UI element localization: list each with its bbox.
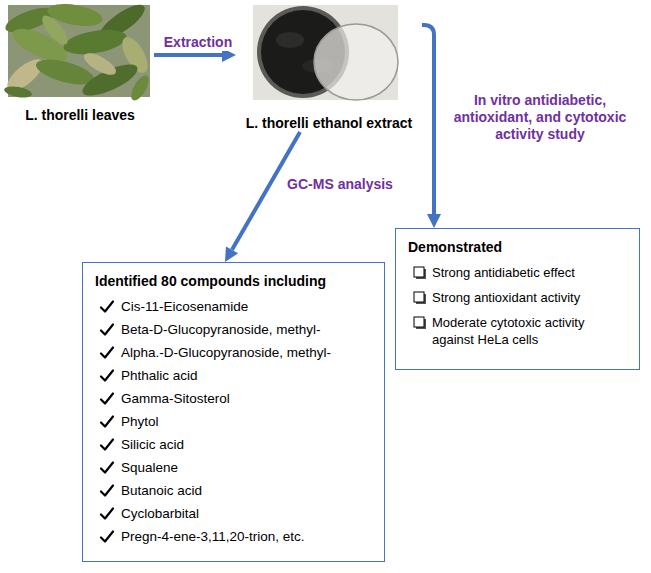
item-text: Moderate cytotoxic activity against HeLa… [432,315,584,347]
item-text: Beta-D-Glucopyranoside, methyl- [121,322,321,337]
list-item: Pregn-4-ene-3,11,20-trion, etc. [95,528,374,545]
item-text: Alpha.-D-Glucopyranoside, methyl- [121,345,331,360]
item-text: Pregn-4-ene-3,11,20-trion, etc. [121,529,305,544]
item-text: Cis-11-Eicosenamide [121,299,248,314]
list-item: Squalene [95,459,374,476]
connector-line [422,25,434,214]
edge-label: Extraction [156,34,240,51]
item-text: Demonstrated [408,239,502,255]
image-caption: L. thorelli leaves [23,107,137,124]
box-face [414,317,424,327]
list-item: Beta-D-Glucopyranoside, methyl- [95,321,374,338]
check-mark [99,506,115,522]
list-item: Strong antidiabetic effect [408,264,629,281]
item-text: Silicic acid [121,437,184,452]
box-heading: Identified 80 compounds including [95,272,374,290]
check-stroke [101,325,113,335]
check-stroke [101,463,113,473]
check-mark [99,483,115,499]
item-text: Phytol [121,414,159,429]
check-stroke [101,486,113,496]
box-heading: Demonstrated [408,238,629,256]
list-item: Cyclobarbital [95,505,374,522]
check-mark [99,414,115,430]
checkbox-symbol [412,265,428,281]
edge-label: In vitro antidiabetic, antioxidant, and … [442,92,638,143]
edge-label: GC-MS analysis [284,176,396,193]
check-stroke [101,417,113,427]
box-face [414,267,424,277]
item-text: Identified 80 compounds including [95,273,326,289]
check-mark [99,460,115,476]
list-item: Strong antioxidant activity [408,289,629,306]
list-item: Phytol [95,413,374,430]
checkbox-symbol [412,290,428,306]
check-stroke [101,440,113,450]
connector [422,25,441,228]
check-stroke [101,394,113,404]
check-mark [99,322,115,338]
image-node: L. thorelli ethanol extract [236,4,422,132]
item-text: Gamma-Sitosterol [121,391,230,406]
list-item: Gamma-Sitosterol [95,390,374,407]
check-mark [99,391,115,407]
list-box: DemonstratedStrong antidiabetic effectSt… [395,228,640,370]
item-text: Strong antioxidant activity [432,290,580,305]
list-item: Alpha.-D-Glucopyranoside, methyl- [95,344,374,361]
item-text: Phthalic acid [121,368,198,383]
check-stroke [101,532,113,542]
list-box: Identified 80 compounds includingCis-11-… [82,262,385,562]
extract-photo [253,5,398,100]
check-mark [99,529,115,545]
box-face [414,292,424,302]
check-stroke [101,302,113,312]
item-text: Cyclobarbital [121,506,199,521]
check-stroke [101,371,113,381]
item-text: Squalene [121,460,178,475]
arrow-head [225,246,238,262]
connector [225,132,300,262]
arrow-head [427,214,441,228]
image-caption: L. thorelli ethanol extract [244,115,414,132]
image-node: L. thorelli leaves [6,4,154,124]
check-mark [99,368,115,384]
check-mark [99,345,115,361]
check-mark [99,437,115,453]
list-item: Butanoic acid [95,482,374,499]
check-stroke [101,509,113,519]
item-text: L. thorelli leaves [25,107,135,123]
item-text: Strong antidiabetic effect [432,265,575,280]
list-item: Cis-11-Eicosenamide [95,298,374,315]
check-stroke [101,348,113,358]
item-text: Butanoic acid [121,483,202,498]
list-item: Silicic acid [95,436,374,453]
connector-line [154,53,222,57]
list-item: Moderate cytotoxic activity against HeLa… [408,314,629,348]
list-item: Phthalic acid [95,367,374,384]
checkbox-symbol [412,315,428,331]
check-mark [99,299,115,315]
leaves-photo [2,0,152,103]
item-text: L. thorelli ethanol extract [246,115,412,131]
